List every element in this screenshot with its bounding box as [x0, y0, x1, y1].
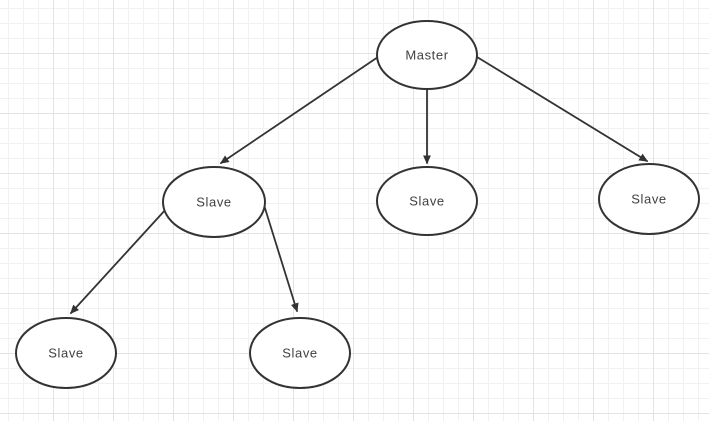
edge-master-to-slave-right[interactable] — [476, 56, 649, 162]
node-slave-left[interactable]: Slave — [162, 166, 266, 238]
node-label-slave-middle: Slave — [409, 194, 445, 209]
edge-slave-left-to-bottom-left[interactable] — [70, 207, 168, 314]
node-shape-slave-right[interactable] — [598, 163, 700, 235]
node-label-slave-left: Slave — [196, 195, 232, 210]
node-shape-slave-middle[interactable] — [376, 166, 478, 236]
node-label-slave-bottom-middle: Slave — [282, 346, 318, 361]
edge-master-to-slave-left[interactable] — [219, 56, 379, 164]
node-label-slave-right: Slave — [631, 192, 667, 207]
node-shape-slave-bottom-left[interactable] — [15, 317, 117, 389]
node-label-slave-bottom-left: Slave — [48, 346, 84, 361]
node-shape-master[interactable] — [376, 20, 478, 90]
node-slave-bottom-left[interactable]: Slave — [15, 317, 117, 389]
node-shape-slave-left[interactable] — [162, 166, 266, 238]
node-slave-right[interactable]: Slave — [598, 163, 700, 235]
node-master[interactable]: Master — [376, 20, 478, 90]
edge-slave-left-to-bottom-middle[interactable] — [263, 204, 299, 313]
node-shape-slave-bottom-middle[interactable] — [249, 317, 351, 389]
edges-layer — [70, 56, 649, 314]
node-slave-middle[interactable]: Slave — [376, 166, 478, 236]
node-slave-bottom-middle[interactable]: Slave — [249, 317, 351, 389]
node-label-master: Master — [405, 48, 448, 63]
